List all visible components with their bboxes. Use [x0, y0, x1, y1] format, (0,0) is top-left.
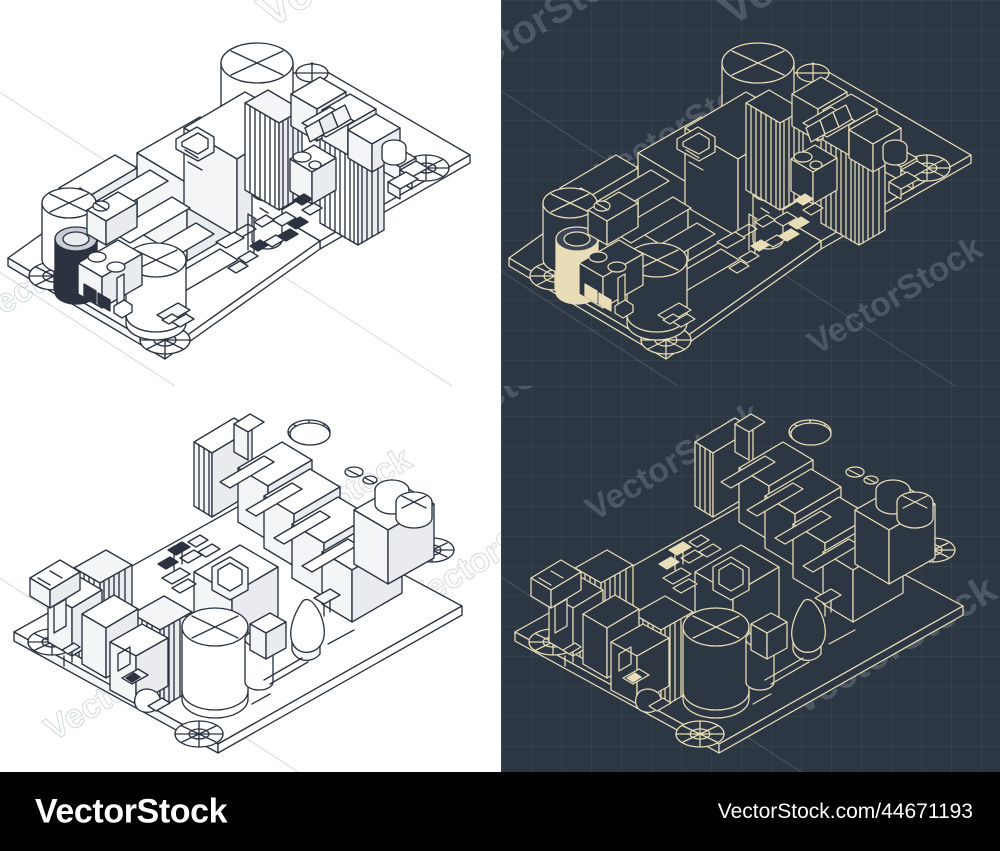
- pcb-drawing-bottom-left: [2, 392, 472, 768]
- smd-components: [627, 673, 671, 712]
- smd-components: [162, 568, 196, 593]
- common-mode-choke: [803, 105, 855, 142]
- smd-components: [114, 274, 132, 318]
- mounting-hole: [676, 721, 724, 747]
- smd-components: [157, 303, 194, 327]
- relay-block: [290, 145, 336, 204]
- electrolytic-capacitor-large: [182, 608, 248, 718]
- electrolytic-capacitor-small: [897, 492, 933, 528]
- panel-top-right: VectorStock VectorStock VectorStock Vect…: [501, 0, 1000, 386]
- terminal-block: [78, 240, 142, 311]
- terminal-block: [611, 624, 669, 704]
- electrolytic-capacitor-large: [683, 608, 749, 718]
- heatsink-fins: [234, 414, 264, 460]
- smd-components: [158, 535, 220, 570]
- main-transformer: [176, 127, 214, 170]
- mounting-hole: [290, 423, 330, 445]
- terminal-block: [110, 624, 168, 704]
- terminal-block: [588, 192, 638, 245]
- smd-components: [388, 161, 428, 199]
- mounting-hole: [797, 64, 829, 82]
- smd-components: [815, 589, 841, 616]
- mounting-hole: [791, 423, 831, 445]
- panel-top-left: VectorStock VectorStock VectorStock Vect…: [0, 0, 501, 386]
- relay-block: [751, 613, 787, 659]
- pcb-drawing-bottom-right: [503, 392, 973, 768]
- power-inductor: [382, 140, 406, 165]
- pcb-drawing-top-right: [503, 10, 973, 380]
- mounting-hole: [175, 721, 223, 747]
- smd-components: [889, 161, 929, 199]
- common-mode-choke: [302, 105, 354, 142]
- pcb-substrate: [252, 630, 354, 704]
- terminal-block: [531, 560, 581, 608]
- pcb-substrate: [753, 630, 855, 704]
- smd-components: [659, 535, 721, 570]
- smd-components: [345, 467, 377, 484]
- smd-components: [126, 673, 170, 712]
- relay-block: [791, 145, 837, 204]
- electrolytic-capacitor-small: [396, 492, 432, 528]
- vectorstock-logo: VectorStock: [35, 792, 228, 830]
- panel-bottom-left: VectorStock VectorStock VectorStock Vect…: [0, 386, 501, 772]
- smd-components: [216, 194, 322, 251]
- smd-components: [729, 215, 759, 273]
- vectorstock-footer: VectorStock VectorStock.com/44671193: [0, 772, 1000, 851]
- terminal-block: [87, 192, 137, 245]
- relay-block: [250, 613, 286, 659]
- main-transformer: [677, 127, 715, 170]
- vectorstock-credit: VectorStock.com/44671193: [717, 799, 973, 823]
- smd-components: [62, 643, 80, 666]
- panel-bottom-right: VectorStock VectorStock VectorStock Vect…: [501, 386, 1000, 772]
- smd-components: [228, 215, 258, 273]
- heatsink-fins: [735, 414, 765, 460]
- power-inductor: [291, 600, 325, 661]
- power-inductor: [883, 140, 907, 165]
- smd-components: [314, 589, 340, 616]
- power-inductor: [792, 600, 826, 661]
- smd-components: [563, 643, 581, 666]
- smd-components: [717, 194, 823, 251]
- smd-components: [615, 274, 633, 318]
- smd-components: [658, 303, 695, 327]
- pcb-drawing-top-left: [2, 10, 472, 380]
- relay-block: [220, 456, 358, 572]
- smd-components: [846, 467, 878, 484]
- terminal-block: [30, 560, 80, 608]
- smd-components: [663, 568, 697, 593]
